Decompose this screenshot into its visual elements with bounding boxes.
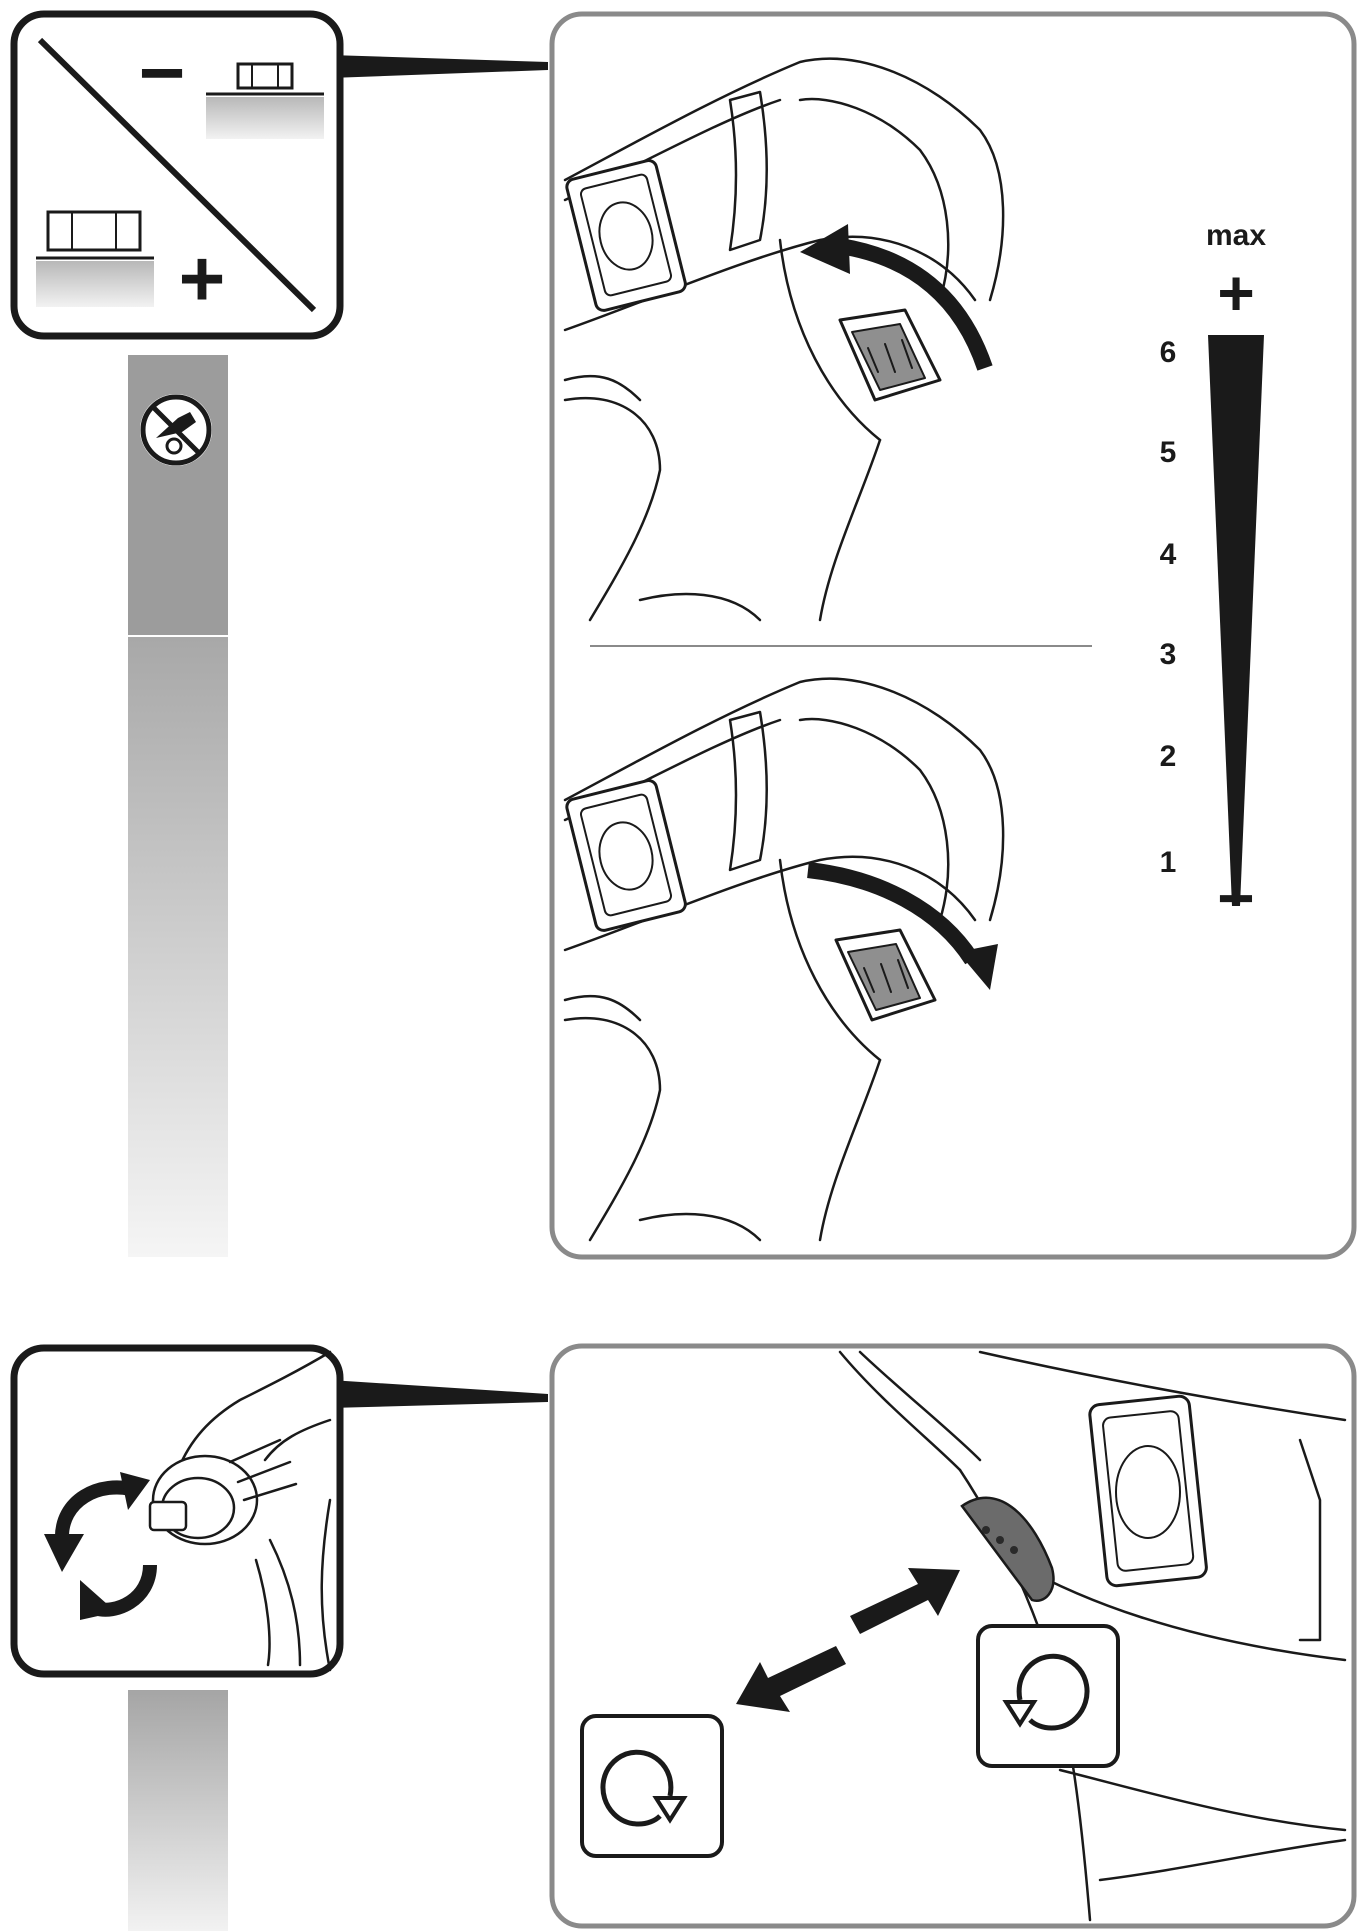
push-right-arrow (850, 1568, 960, 1634)
torque-step-6: 6 (1160, 336, 1177, 369)
torque-step-5: 5 (1160, 436, 1177, 469)
rotation-direction-box (10, 1344, 548, 1678)
fein-logo-lower (565, 779, 687, 932)
no-drilling-icon (140, 394, 212, 466)
decrease-torque-arrow (807, 862, 998, 990)
large-nut-icon (36, 210, 154, 307)
clockwise-button-icon (580, 1714, 724, 1858)
tool-head-lower (563, 677, 1005, 1242)
more-torque-symbol: + (179, 234, 226, 323)
fein-logo (565, 159, 687, 312)
rotation-arrows-icon (44, 1472, 157, 1620)
torque-setting-panel: max + − 6 5 4 3 2 1 (549, 11, 1357, 1260)
torque-minus-symbol: − (1217, 862, 1254, 934)
torque-step-2: 2 (1160, 740, 1177, 773)
fein-logo-side (1088, 1394, 1208, 1588)
counterclockwise-button-icon (976, 1624, 1120, 1768)
direction-slider (960, 1496, 1055, 1602)
torque-step-4: 4 (1160, 538, 1177, 571)
left-stripe-top (128, 355, 228, 1257)
torque-wedge (1208, 335, 1264, 906)
torque-max-label: max (1206, 219, 1266, 252)
increase-torque-arrow (800, 224, 993, 371)
torque-legend-box: − + (10, 10, 548, 340)
small-nut-icon (206, 62, 324, 139)
rotation-selector-panel (549, 1343, 1357, 1929)
torque-step-1: 1 (1160, 846, 1177, 879)
tool-head-upper (563, 57, 1005, 622)
impact-wrench-icon (148, 1350, 332, 1672)
left-stripe-bottom (128, 1690, 228, 1931)
torque-step-3: 3 (1160, 638, 1177, 671)
push-left-arrow (736, 1646, 846, 1712)
less-torque-symbol: − (139, 28, 186, 117)
torque-dial-upper (838, 308, 942, 402)
torque-plus-symbol: + (1217, 257, 1254, 329)
torque-dial-lower (834, 928, 937, 1022)
torque-scale: max + − 6 5 4 3 2 1 (1160, 219, 1267, 934)
